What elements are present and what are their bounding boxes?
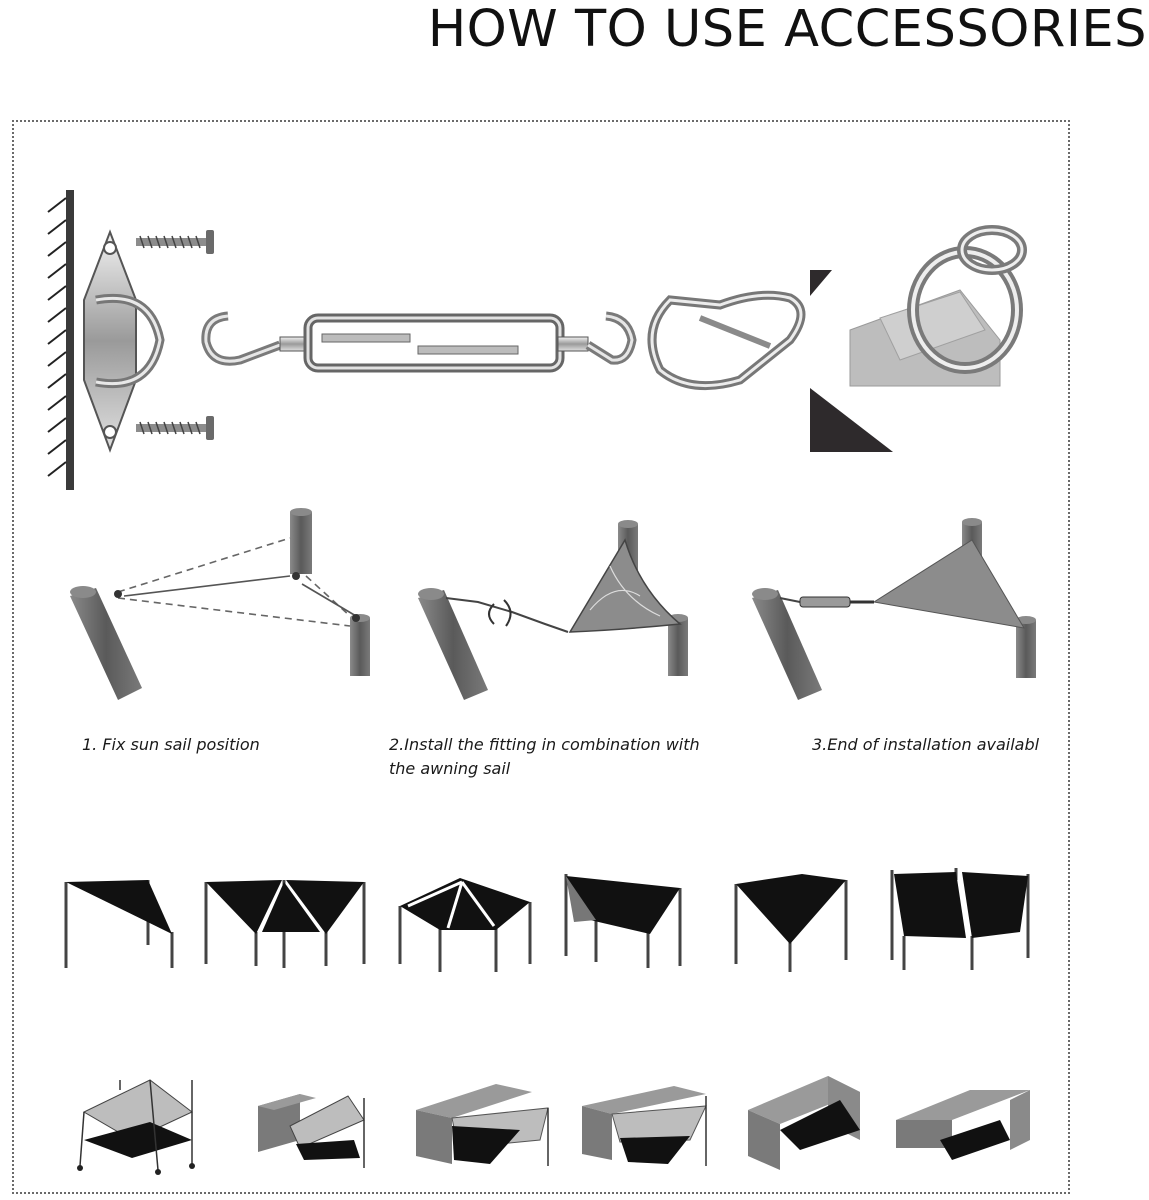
config-square-grey: [564, 874, 682, 968]
step-1-caption: 1. Fix sun sail position: [82, 735, 260, 754]
pad-eye-plate-icon: [83, 229, 165, 453]
config-triangle: [64, 880, 174, 968]
config-double-square: [890, 868, 1030, 970]
step-2-caption-line2: the awning sail: [389, 759, 511, 778]
building-config-4: [582, 1086, 707, 1166]
instruction-frame: [12, 120, 1070, 1194]
sail-corner-icon: [810, 225, 1027, 452]
config-star: [398, 878, 532, 972]
page-title: HOW TO USE ACCESSORIES: [427, 0, 1147, 59]
step-3-caption: 3.End of installation availabl: [812, 735, 1040, 754]
config-double-triangle: [204, 880, 366, 968]
building-config-1: [77, 1079, 195, 1175]
step-3-diagram: [752, 518, 1036, 700]
snap-hook-icon: [647, 290, 806, 391]
building-config-5: [748, 1076, 860, 1170]
screw-top-icon: [136, 230, 214, 254]
screw-bottom-icon: [136, 416, 214, 440]
building-config-6: [896, 1090, 1030, 1160]
building-config-3: [416, 1084, 549, 1166]
config-diamond: [734, 874, 848, 972]
step-2-diagram: [418, 520, 688, 700]
building-config-2: [258, 1094, 365, 1168]
wall-icon: [47, 190, 74, 490]
step-2-caption: 2.Install the fitting in combination wit…: [389, 735, 700, 754]
step-1-diagram: [70, 508, 370, 700]
turnbuckle-icon: [201, 311, 637, 373]
